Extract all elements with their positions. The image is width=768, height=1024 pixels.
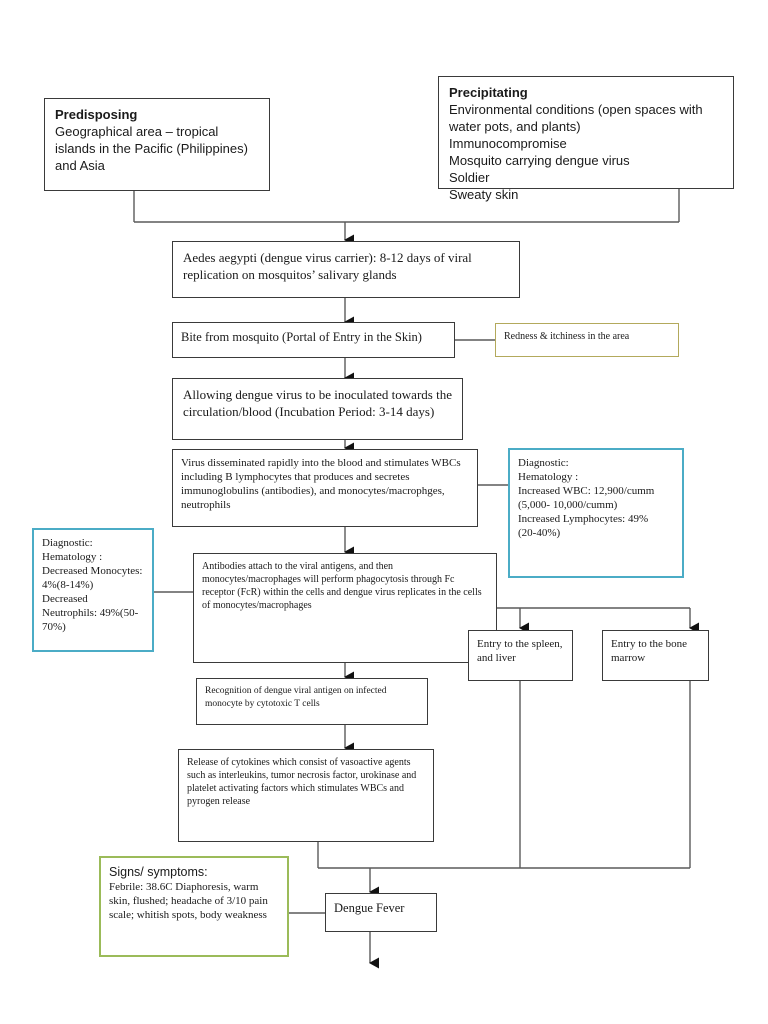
- antibodies-phagocytosis-text: Antibodies attach to the viral antigens,…: [202, 561, 482, 611]
- entry-spleen-liver-box: Entry to the spleen, and liver: [468, 630, 573, 681]
- aedes-aegypti-box: Aedes aegypti (dengue virus carrier): 8-…: [172, 241, 520, 298]
- cytokine-release-box: Release of cytokines which consist of va…: [178, 749, 434, 842]
- diagnostic-left-callout: Diagnostic: Hematology : Decreased Monoc…: [32, 528, 154, 652]
- dengue-fever-text: Dengue Fever: [334, 901, 405, 915]
- signs-symptoms-body: Febrile: 38.6C Diaphoresis, warm skin, f…: [109, 881, 268, 921]
- predisposing-body: Geographical area – tropical islands in …: [55, 124, 248, 173]
- inoculation-box: Allowing dengue virus to be inoculated t…: [172, 378, 463, 440]
- predisposing-box: Predisposing Geographical area – tropica…: [44, 98, 270, 191]
- diagnostic-right-callout: Diagnostic: Hematology : Increased WBC: …: [508, 448, 684, 578]
- dissemination-text: Virus disseminated rapidly into the bloo…: [181, 457, 461, 511]
- diagnostic-right-text: Diagnostic: Hematology : Increased WBC: …: [518, 457, 655, 539]
- diagnostic-left-text: Diagnostic: Hematology : Decreased Monoc…: [42, 537, 143, 633]
- entry-bone-marrow-text: Entry to the bone marrow: [611, 638, 688, 664]
- antibodies-phagocytosis-box: Antibodies attach to the viral antigens,…: [193, 553, 497, 663]
- precipitating-heading: Precipitating: [449, 85, 528, 100]
- cytokine-release-text: Release of cytokines which consist of va…: [187, 757, 417, 807]
- antigen-recognition-text: Recognition of dengue viral antigen on i…: [205, 686, 387, 709]
- bite-from-mosquito-text: Bite from mosquito (Portal of Entry in t…: [181, 330, 422, 344]
- predisposing-heading: Predisposing: [55, 107, 138, 122]
- redness-itchiness-text: Redness & itchiness in the area: [504, 331, 630, 342]
- redness-itchiness-callout: Redness & itchiness in the area: [495, 323, 679, 357]
- precipitating-body: Environmental conditions (open spaces wi…: [449, 102, 703, 202]
- entry-bone-marrow-box: Entry to the bone marrow: [602, 630, 709, 681]
- antigen-recognition-box: Recognition of dengue viral antigen on i…: [196, 678, 428, 725]
- inoculation-text: Allowing dengue virus to be inoculated t…: [183, 387, 452, 419]
- entry-spleen-liver-text: Entry to the spleen, and liver: [477, 638, 563, 664]
- signs-symptoms-heading: Signs/ symptoms:: [109, 865, 208, 879]
- precipitating-box: Precipitating Environmental conditions (…: [438, 76, 734, 202]
- signs-symptoms-callout: Signs/ symptoms: Febrile: 38.6C Diaphore…: [99, 856, 289, 957]
- bite-from-mosquito-box: Bite from mosquito (Portal of Entry in t…: [172, 322, 455, 358]
- dissemination-box: Virus disseminated rapidly into the bloo…: [172, 449, 478, 527]
- aedes-aegypti-text: Aedes aegypti (dengue virus carrier): 8-…: [183, 250, 472, 282]
- dengue-fever-box: Dengue Fever: [325, 893, 437, 932]
